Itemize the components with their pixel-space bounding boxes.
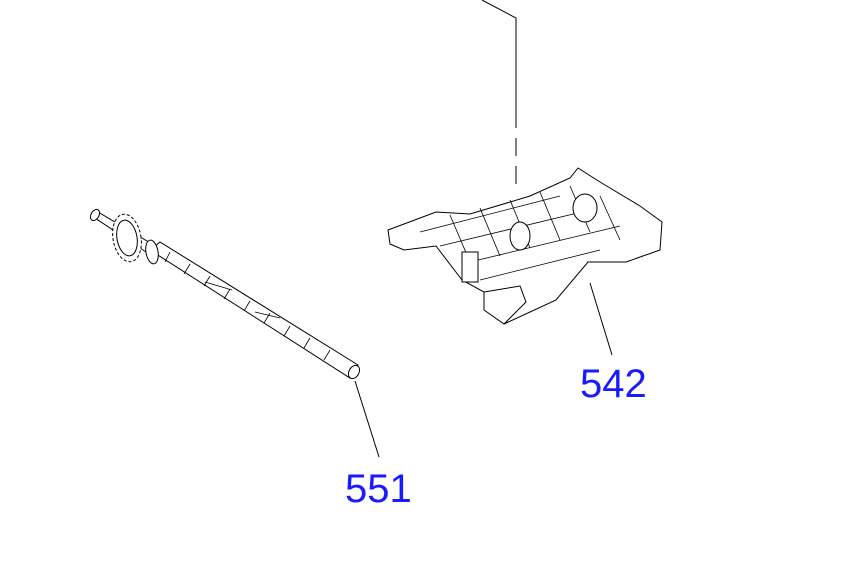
callout-551[interactable]: 551 xyxy=(345,467,412,511)
leader-line-551 xyxy=(354,380,380,458)
reference-line xyxy=(481,0,517,128)
shaft-part-551 xyxy=(89,208,361,380)
callout-542[interactable]: 542 xyxy=(580,362,647,406)
frame-part-542 xyxy=(387,167,663,325)
leader-line-542 xyxy=(589,282,613,356)
